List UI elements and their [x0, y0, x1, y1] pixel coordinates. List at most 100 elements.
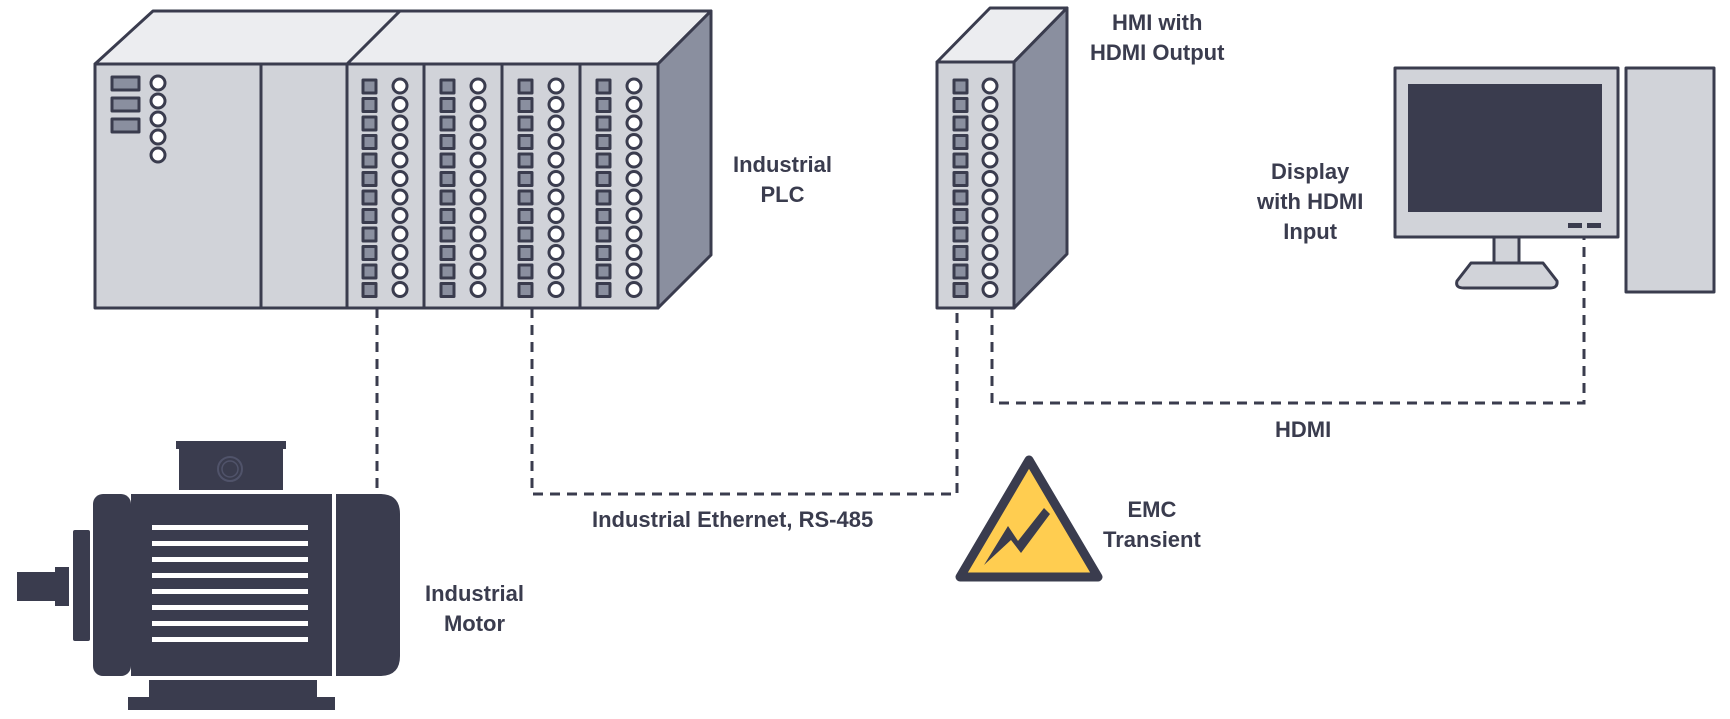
io-terminal [469, 207, 487, 224]
plc-icon [93, 9, 713, 310]
io-terminal [391, 188, 409, 206]
io-status-led [361, 152, 378, 169]
plc-io-indicators [361, 77, 643, 298]
monitor-button [1568, 223, 1582, 228]
io-terminal [625, 207, 643, 224]
io-terminal [625, 133, 643, 150]
motor-label: Industrial Motor [425, 579, 524, 639]
io-status-led [952, 263, 969, 280]
emc-label: EMC Transient [1103, 495, 1201, 555]
io-status-led [517, 245, 534, 261]
io-status-led [439, 245, 456, 261]
io-status-led [439, 189, 456, 206]
io-status-led [517, 152, 534, 169]
motor-shaft-collar [55, 567, 69, 606]
display-label-line-1: Display [1271, 159, 1350, 184]
motor-base [128, 697, 335, 710]
motor-label-line-2: Motor [443, 611, 506, 636]
io-status-led [517, 226, 534, 243]
io-terminal [547, 207, 565, 224]
hmi-front-face [935, 60, 1016, 310]
io-status-led [439, 171, 456, 187]
io-terminal [625, 188, 643, 206]
monitor-screen [1408, 84, 1602, 212]
io-terminal [391, 207, 409, 224]
io-status-led [952, 208, 969, 224]
io-status-led [952, 226, 969, 243]
io-status-led [361, 134, 378, 150]
io-status-led [361, 282, 378, 298]
pc-tower [1624, 66, 1716, 294]
hmi-io-indicators [952, 77, 999, 298]
io-terminal [981, 133, 999, 150]
motor-label-line-1: Industrial [425, 581, 525, 606]
ethernet-link-label: Industrial Ethernet, RS-485 [592, 507, 874, 532]
io-status-led [361, 189, 378, 206]
io-terminal [981, 188, 999, 206]
io-terminal [391, 151, 409, 169]
io-status-led [517, 134, 534, 150]
motor-shaft [17, 572, 59, 601]
io-terminal [391, 262, 409, 280]
io-terminal [547, 114, 565, 132]
io-status-led [517, 78, 534, 95]
io-status-led [595, 189, 612, 206]
io-terminal [981, 244, 999, 261]
io-status-led [595, 134, 612, 150]
io-terminal [391, 281, 409, 298]
io-terminal [981, 207, 999, 224]
io-status-led [517, 97, 534, 113]
hmi-side-face [1012, 6, 1069, 310]
motor-terminal-box-top [176, 441, 286, 449]
warning-triangle [955, 455, 1103, 582]
lightning-bolt [984, 508, 1050, 565]
display-icon [1393, 66, 1716, 294]
io-terminal [391, 114, 409, 132]
io-status-led [517, 263, 534, 280]
connection-lines [375, 235, 1586, 496]
motor-end-cap [93, 494, 131, 676]
io-terminal [625, 77, 643, 95]
io-terminal [391, 77, 409, 95]
io-terminal [469, 244, 487, 261]
io-terminal [469, 225, 487, 243]
display-label-line-3: Input [1283, 219, 1338, 244]
io-status-led [595, 208, 612, 224]
io-status-led [439, 152, 456, 169]
io-status-led [595, 152, 612, 169]
motor-body [131, 494, 332, 676]
io-status-led [517, 115, 534, 132]
io-terminal [391, 225, 409, 243]
motor-cooling-fins [152, 525, 308, 642]
io-status-led [595, 245, 612, 261]
io-status-led [595, 226, 612, 243]
io-status-led [952, 78, 969, 95]
io-terminal [469, 96, 487, 113]
io-status-led [439, 226, 456, 243]
io-status-led [952, 115, 969, 132]
emc-label-line-2: Transient [1103, 527, 1201, 552]
io-terminal [469, 188, 487, 206]
plc-side-face [656, 9, 713, 310]
io-terminal [981, 170, 999, 187]
io-status-led [595, 263, 612, 280]
io-terminal [391, 133, 409, 150]
io-terminal [981, 96, 999, 113]
io-terminal [981, 77, 999, 95]
io-terminal [625, 281, 643, 298]
io-status-led [952, 152, 969, 169]
io-terminal [547, 188, 565, 206]
io-terminal [625, 170, 643, 187]
io-terminal [625, 96, 643, 113]
io-status-led [361, 263, 378, 280]
plc-label: Industrial PLC [733, 150, 832, 210]
motor-icon [17, 441, 400, 710]
io-status-led [361, 78, 378, 95]
io-terminal [625, 225, 643, 243]
io-status-led [517, 171, 534, 187]
monitor-button [1587, 223, 1601, 228]
plc-label-line-2: PLC [760, 182, 805, 207]
hmi-label-line-2: HDMI Output [1090, 40, 1225, 65]
io-terminal [625, 114, 643, 132]
